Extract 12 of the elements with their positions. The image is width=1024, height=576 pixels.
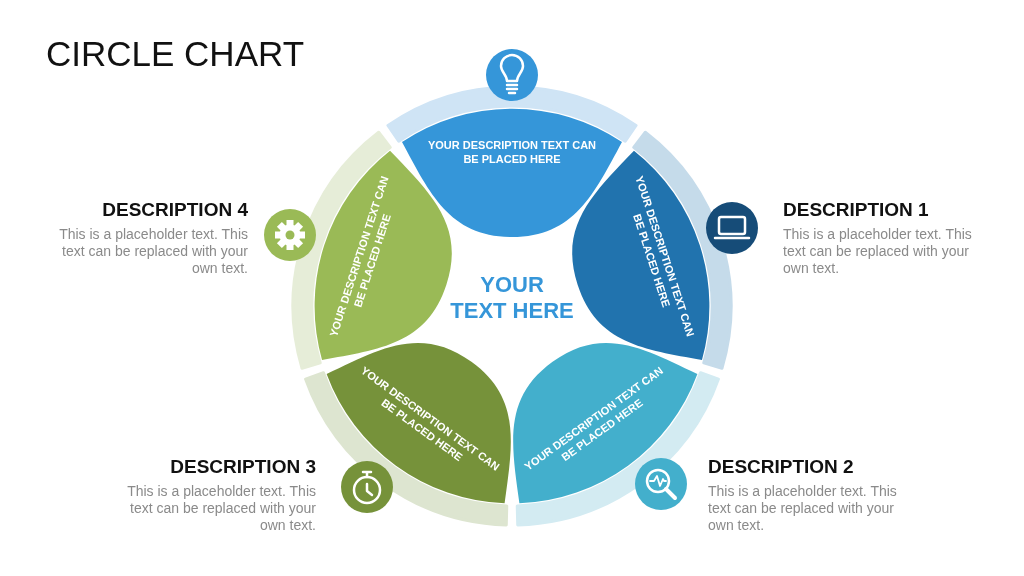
description-text: This is a placeholder text. This text can be replaced with your own text. bbox=[126, 483, 316, 534]
description-text: This is a placeholder text. This text can be replaced with your own text. bbox=[783, 226, 973, 277]
segment-text: YOUR DESCRIPTION TEXT CAN BE PLACED HERE bbox=[426, 138, 598, 166]
center-text: YOUR bbox=[480, 272, 544, 298]
description-heading: DESCRIPTION 1 bbox=[783, 199, 929, 221]
description-heading: DESCRIPTION 2 bbox=[708, 456, 854, 478]
center-text: TEXT HERE bbox=[450, 298, 574, 324]
description-text: This is a placeholder text. This text can be replaced with your own text. bbox=[708, 483, 898, 534]
description-text: This is a placeholder text. This text can be replaced with your own text. bbox=[58, 226, 248, 277]
title: CIRCLE CHART bbox=[46, 34, 304, 74]
description-heading: DESCRIPTION 4 bbox=[102, 199, 248, 221]
description-heading: DESCRIPTION 3 bbox=[170, 456, 316, 478]
